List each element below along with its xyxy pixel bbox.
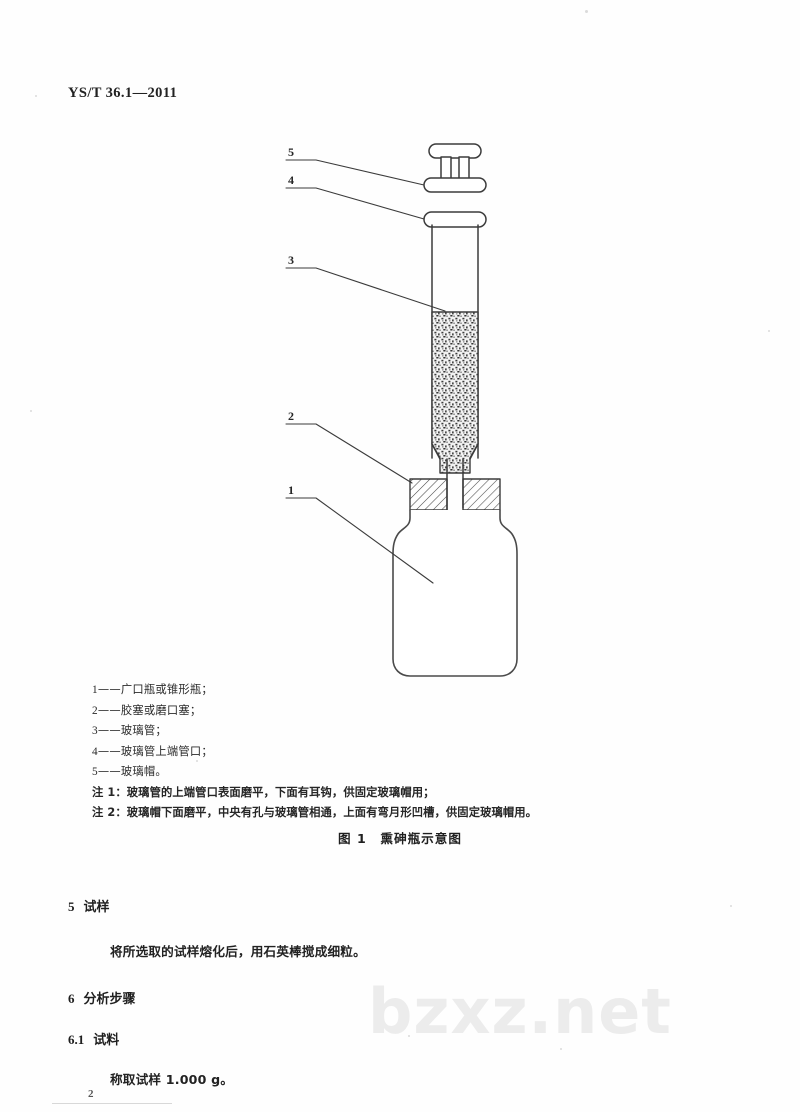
scan-speck	[408, 1035, 410, 1037]
legend-item-label: 胶塞或磨口塞；	[120, 703, 202, 717]
stopper-rubber-or-ground-glass	[409, 478, 501, 511]
legend-item-dash: ——	[97, 765, 121, 778]
wide-mouth-bottle	[392, 509, 518, 677]
section-body-6-1: 称取试样 1.000 g。	[110, 1072, 234, 1087]
legend-item-number: 5	[92, 766, 98, 778]
glass-cap-upper-bar	[428, 143, 482, 159]
tube-top-mouth-flange	[423, 211, 487, 228]
glass-cap-posts	[440, 156, 470, 181]
figure-caption: 图 1 熏砷瓶示意图	[338, 831, 462, 846]
legend-item-number: 3	[92, 725, 98, 737]
section-body-5: 将所选取的试样熔化后，用石英棒搅成细粒。	[110, 944, 366, 959]
callout-number-1: 1	[288, 483, 294, 497]
legend-item-label: 玻璃管；	[120, 724, 167, 737]
glass-tube-body	[431, 224, 479, 474]
section-title-5: 试样	[83, 900, 110, 915]
legend-item: 3——玻璃管；	[92, 721, 712, 742]
leader-line-2	[285, 423, 413, 484]
scan-speck	[730, 905, 732, 907]
scan-speck	[585, 10, 588, 13]
page-number: 2	[88, 1088, 94, 1100]
callout-number-4: 4	[288, 173, 294, 187]
legend-item: 2——胶塞或磨口塞；	[92, 701, 712, 722]
page-footer-rule	[52, 1103, 172, 1104]
legend-item-number: 1	[92, 684, 98, 696]
leader-line-1	[285, 497, 434, 584]
scan-speck	[35, 95, 37, 97]
callout-number-3: 3	[288, 253, 294, 267]
callout-number-2: 2	[288, 409, 294, 423]
legend-item-number: 4	[92, 745, 98, 758]
leader-line-4	[285, 187, 425, 220]
figure-arsenic-fuming-bottle-diagram: 5 4 3 2 1	[0, 128, 800, 688]
figure-note-1: 注 1：玻璃管的上端管口表面磨平，下面有耳钩，供固定玻璃帽用；	[92, 785, 435, 799]
legend-item: 1——广口瓶或锥形瓶；	[92, 680, 712, 701]
legend-item: 4——玻璃管上端管口；	[92, 742, 712, 763]
section-title-6-1: 试料	[93, 1033, 120, 1048]
scan-speck	[768, 330, 770, 332]
document-header-standard-code: YS/T 36.1—2011	[68, 85, 178, 101]
section-title-6: 分析步骤	[83, 992, 136, 1007]
scan-speck	[560, 1048, 562, 1050]
leader-line-5	[285, 159, 425, 186]
legend-item-dash: ——	[97, 683, 121, 696]
leader-line-3	[285, 267, 446, 312]
legend-item-label: 玻璃管上端管口；	[120, 744, 213, 758]
scan-speck	[196, 760, 198, 762]
section-number-5: 5	[68, 899, 75, 914]
figure-note-2: 注 2：玻璃帽下面磨平，中央有孔与玻璃管相通，上面有弯月形凹槽，供固定玻璃帽用。	[92, 805, 538, 819]
figure-legend: 1——广口瓶或锥形瓶； 2——胶塞或磨口塞； 3——玻璃管； 4——玻璃管上端管…	[92, 680, 712, 823]
section-number-6: 6	[68, 991, 75, 1006]
legend-item-label: 广口瓶或锥形瓶；	[120, 683, 213, 696]
scan-speck	[30, 410, 32, 412]
section-heading-6-1: 6.1 试料	[68, 1029, 119, 1048]
callout-number-5: 5	[288, 145, 294, 159]
legend-item-label: 玻璃帽。	[120, 765, 167, 778]
section-heading-6: 6 分析步骤	[68, 988, 136, 1007]
section-number-6-1: 6.1	[68, 1032, 85, 1047]
watermark: bzxz.net	[368, 975, 672, 1048]
figure-callout-leaders	[285, 159, 446, 584]
legend-item: 5——玻璃帽。	[92, 762, 712, 783]
legend-item-dash: ——	[97, 724, 121, 737]
legend-item-dash: ——	[97, 703, 121, 717]
legend-item-dash: ——	[97, 744, 121, 758]
glass-cap-lower-bar	[423, 177, 487, 193]
section-heading-5: 5 试样	[68, 896, 110, 915]
legend-item-number: 2	[92, 704, 98, 717]
